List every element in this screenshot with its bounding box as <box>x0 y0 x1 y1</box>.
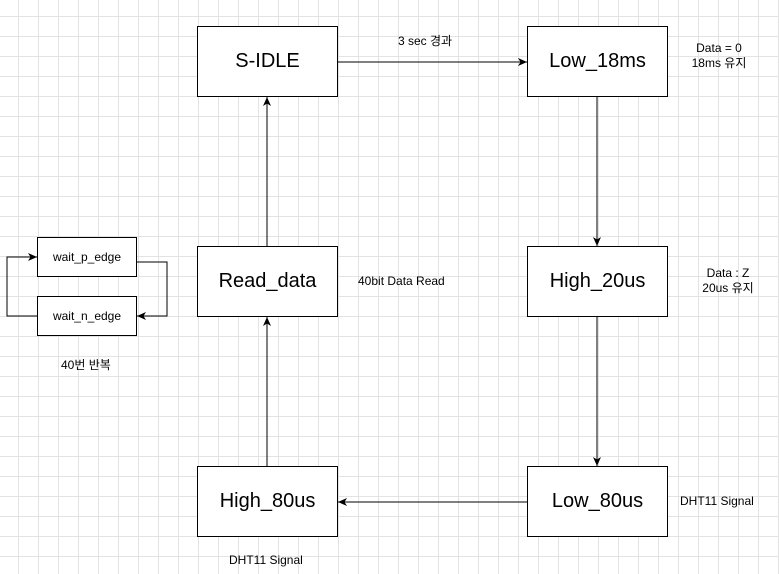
arrow-waitp-to-waitn <box>137 261 168 320</box>
high80us-note: DHT11 Signal <box>229 553 303 567</box>
low18ms-note: Data = 0 18ms 유지 <box>684 41 754 71</box>
low18ms-note-line1: Data = 0 <box>696 41 742 55</box>
high20us-note-line2: 20us 유지 <box>702 281 754 295</box>
substate-wait-p-edge: wait_p_edge <box>37 237 137 277</box>
state-s-idle: S-IDLE <box>197 26 338 97</box>
high20us-note-line1: Data : Z <box>706 266 750 280</box>
state-read-data: Read_data <box>197 246 338 317</box>
high20us-note: Data : Z 20us 유지 <box>693 266 763 296</box>
state-high-80us: High_80us <box>197 466 338 537</box>
read-data-note: 40bit Data Read <box>358 274 445 288</box>
loop-count-note: 40번 반복 <box>61 358 111 372</box>
state-low-18ms: Low_18ms <box>527 26 668 97</box>
substate-wait-n-edge: wait_n_edge <box>37 296 137 336</box>
low18ms-note-line2: 18ms 유지 <box>691 56 747 70</box>
low80us-note: DHT11 Signal <box>680 494 754 508</box>
transition-label-3sec: 3 sec 경과 <box>398 34 453 48</box>
state-low-80us: Low_80us <box>527 466 668 537</box>
state-high-20us: High_20us <box>527 246 668 317</box>
arrow-waitn-to-waitp <box>6 253 37 317</box>
